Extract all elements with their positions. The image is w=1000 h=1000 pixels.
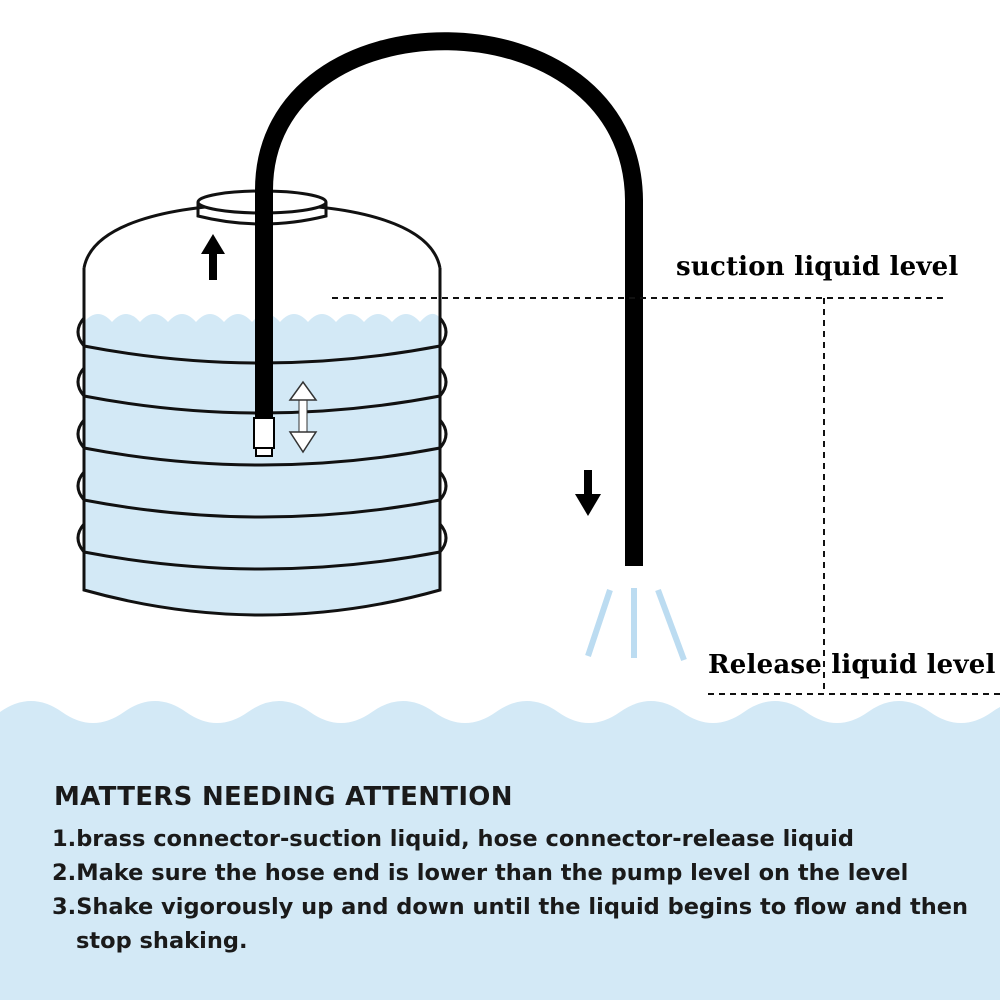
siphon-hose <box>255 32 643 566</box>
brass-connector <box>253 417 275 457</box>
level-indicator-lines <box>332 297 1000 695</box>
release-liquid-level-label: Release liquid level <box>708 650 996 680</box>
note-item-3: 3.Shake vigorously up and down until the… <box>52 894 969 954</box>
note-item-1: 1.brass connector-suction liquid, hose c… <box>52 826 854 852</box>
attention-notes: MATTERS NEEDING ATTENTION 1.brass connec… <box>52 782 972 958</box>
note-item-2: 2.Make sure the hose end is lower than t… <box>52 860 909 886</box>
up-arrow-icon <box>201 234 225 280</box>
down-arrow-icon <box>575 470 601 516</box>
liquid-stream <box>585 588 687 662</box>
notes-title: MATTERS NEEDING ATTENTION <box>54 782 513 812</box>
suction-liquid-level-label: suction liquid level <box>676 252 959 282</box>
ground-water-band <box>0 701 1000 1000</box>
shake-double-arrow-icon <box>288 380 318 454</box>
